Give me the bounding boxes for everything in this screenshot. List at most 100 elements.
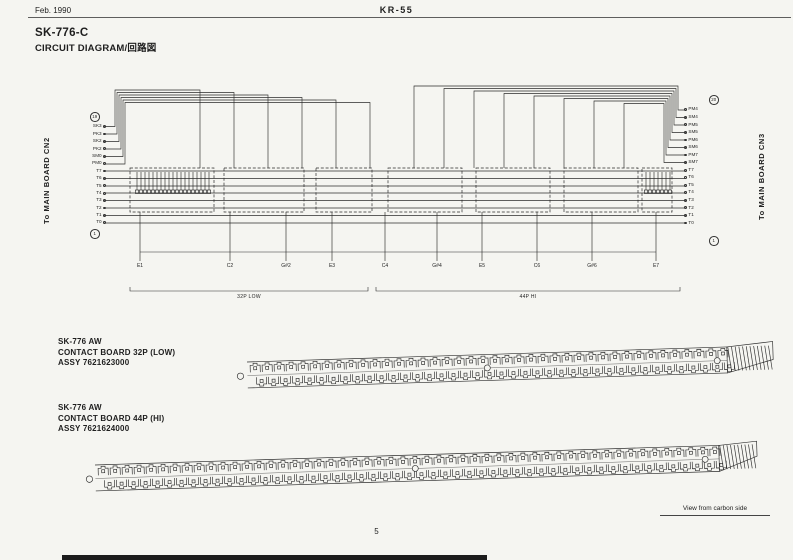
pin-terminal-icon	[103, 147, 106, 151]
pin-label: T5	[684, 181, 720, 189]
model-label: KR-55	[379, 5, 414, 15]
mounting-hole	[701, 456, 709, 463]
key-label: C2	[226, 263, 234, 269]
contact-block-boxes	[129, 167, 673, 213]
pin-label: PM5	[684, 121, 720, 129]
pin-terminal-icon	[684, 115, 687, 119]
pin-terminal-icon	[684, 153, 687, 157]
board-name: SK-776 AW	[58, 403, 102, 412]
pin-label: T3	[70, 197, 106, 204]
comb-right	[643, 171, 673, 194]
pin-terminal-icon	[103, 169, 106, 173]
strip-hi-contacts-bottom	[103, 460, 727, 490]
view-note: View from carbon side	[660, 505, 770, 516]
pin-terminal-icon	[103, 177, 106, 180]
pin-label: T2	[70, 204, 106, 211]
board-assy: ASSY 7621624000	[58, 424, 130, 433]
pin-terminal-icon	[684, 131, 687, 134]
date-label: Feb. 1990	[35, 6, 72, 15]
pin-terminal-icon	[684, 221, 687, 225]
pin-terminal-icon	[103, 213, 106, 217]
pin-label: SM7	[684, 159, 720, 167]
pin-label: SM4	[684, 114, 720, 122]
pin-label: T6	[684, 174, 720, 182]
pin-terminal-icon	[103, 162, 106, 166]
left-pin-labels: SK3 PK3 SK2 PK2 SM0 PM0 T7 T6 T5 T4	[70, 123, 106, 226]
pin-terminal-icon	[684, 108, 687, 112]
pin-terminal-icon	[684, 176, 687, 180]
pin-label: PK3	[70, 130, 106, 137]
pin-terminal-icon	[684, 198, 687, 202]
pin-terminal-icon	[103, 221, 106, 225]
board-assy: ASSY 7621623000	[58, 358, 130, 367]
mounting-hole	[411, 465, 419, 472]
connector-tail-hi	[718, 440, 758, 472]
pin-label: PM7	[684, 151, 720, 159]
pin-label: SK2	[70, 138, 106, 145]
pin-terminal-icon	[103, 191, 106, 195]
main-board-cn3-label: To MAIN BOARD CN3	[757, 133, 766, 221]
bracket-label-32p-low: 32P LOW	[237, 294, 261, 300]
pin-terminal-icon	[103, 184, 106, 188]
cn3-pin-number-bottom: 1	[709, 236, 719, 246]
pin-label: SM0	[70, 153, 106, 160]
pin-label: PK2	[70, 145, 106, 152]
pin-label: T5	[70, 182, 106, 189]
mounting-hole	[85, 475, 93, 483]
mounting-hole	[483, 364, 491, 372]
pin-label: T4	[684, 189, 720, 197]
board-desc: CONTACT BOARD 32P (LOW)	[58, 347, 176, 357]
pin-terminal-icon	[684, 183, 687, 187]
pin-terminal-icon	[684, 123, 687, 127]
page-number: 5	[374, 527, 379, 536]
pin-label: T1	[70, 212, 106, 219]
strip-low-contacts-bottom	[255, 361, 736, 387]
key-label: G#2	[281, 263, 291, 269]
comb-left	[134, 171, 212, 194]
scan-edge-artifact	[62, 555, 487, 560]
key-label: C6	[533, 263, 541, 269]
bracket-label-44p-hi: 44P HI	[519, 294, 537, 300]
contact-board-low-caption: SK-776 AW CONTACT BOARD 32P (LOW) ASSY 7…	[58, 337, 175, 369]
page-title: CIRCUIT DIAGRAM/回路図	[35, 43, 157, 54]
pin-label: SM5	[684, 129, 720, 137]
board-name: SK-776 AW	[58, 337, 102, 346]
key-label: E7	[652, 263, 660, 269]
pin-terminal-icon	[103, 125, 106, 129]
pin-label: T4	[70, 190, 106, 197]
contact-board-hi-caption: SK-776 AW CONTACT BOARD 44P (HI) ASSY 76…	[58, 403, 164, 435]
strip-hi-contacts-top	[97, 446, 721, 476]
pin-terminal-icon	[684, 191, 687, 195]
left-signal-fan	[104, 89, 371, 168]
pin-label: T7	[70, 167, 106, 174]
strip-hi	[85, 440, 758, 492]
board-code-title: SK-776-C	[35, 27, 89, 39]
pin-terminal-icon	[103, 154, 106, 158]
key-ticks	[139, 212, 657, 261]
pin-terminal-icon	[103, 206, 106, 210]
pin-label: PM6	[684, 136, 720, 144]
key-label: G#4	[432, 263, 442, 269]
cn2-pin-number-top: 19	[90, 112, 100, 122]
pin-label: T7	[684, 166, 720, 174]
board-desc: CONTACT BOARD 44P (HI)	[58, 413, 165, 423]
cn3-pin-number-top: 20	[709, 95, 719, 105]
key-label: G#6	[587, 263, 597, 269]
key-label: E5	[478, 263, 486, 269]
pin-terminal-icon	[103, 199, 106, 202]
key-label: E3	[328, 263, 336, 269]
pin-terminal-icon	[684, 206, 687, 210]
pin-label: T6	[70, 175, 106, 182]
pin-terminal-icon	[684, 146, 687, 149]
pin-terminal-icon	[103, 140, 106, 143]
pin-label: T0	[684, 219, 720, 227]
main-board-cn2-label: To MAIN BOARD CN2	[42, 137, 51, 225]
pin-label: PM4	[684, 106, 720, 114]
key-label: C4	[381, 263, 389, 269]
mounting-hole	[236, 372, 244, 380]
section-brackets	[129, 287, 681, 292]
pin-terminal-icon	[684, 214, 687, 217]
pin-label: T3	[684, 197, 720, 205]
